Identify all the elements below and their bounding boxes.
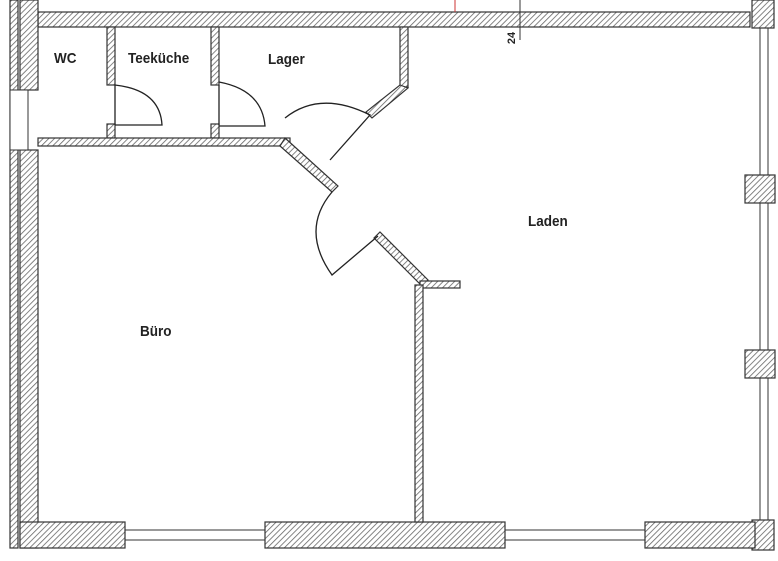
right-wall-top [751,0,775,29]
room-label-teekueche: Teeküche [128,50,190,67]
left-wall-lower [19,149,39,549]
teekueche-door [218,81,266,127]
bottom-wall-2 [264,521,506,549]
lager-door [284,102,372,161]
room-label-wc: WC [54,50,77,67]
room-label-buero: Büro [140,323,172,340]
left-wall-upper [19,0,39,91]
bottom-wall-3 [644,521,756,549]
right-pier-2 [744,349,776,379]
top-wall [37,11,751,28]
room-label-lager: Lager [268,51,305,68]
walls [9,0,776,551]
doors [114,81,379,276]
buero-door [315,191,379,276]
dimension-label: 24 [506,31,519,45]
room-label-laden: Laden [528,213,568,230]
bottom-wall-1 [19,521,126,549]
dimension-marks [454,0,521,40]
wc-door [114,84,163,126]
windows [9,28,769,541]
right-pier-1 [744,174,776,204]
